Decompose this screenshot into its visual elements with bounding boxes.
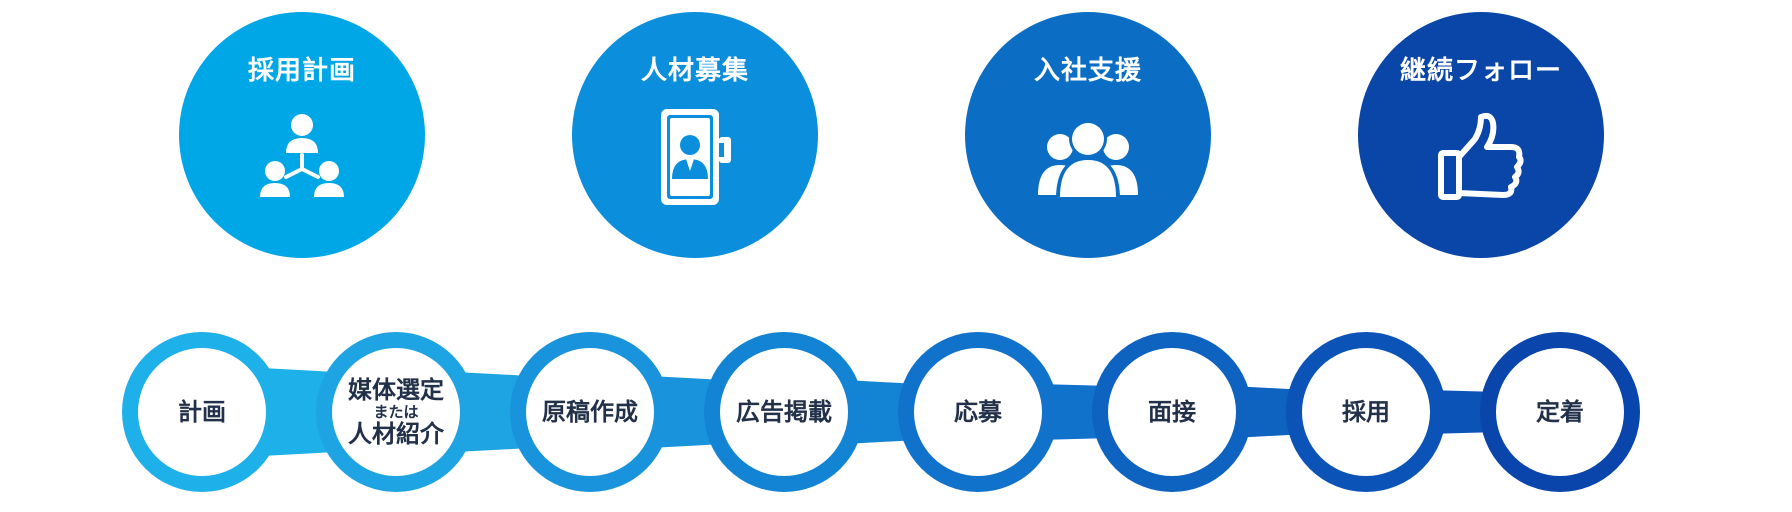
phase-title: 人材募集 [640,56,749,86]
phase-planning: 採用計画 [179,12,425,258]
step-planning: 計画 [122,332,282,492]
org-chart-icon [260,114,344,197]
step-sub-label: または [373,403,419,421]
phase-title: 継続フォロー [1399,56,1562,86]
phase-recruitment: 人材募集 [572,12,818,258]
step-label: 原稿作成 [542,397,638,426]
step-label: 媒体選定 [348,375,444,404]
phase-onboarding: 入社支援 [965,12,1211,258]
step-label: 計画 [178,397,226,426]
step-label: 定着 [1536,397,1584,426]
step-retention: 定着 [1480,332,1640,492]
job-posting-icon [661,109,731,205]
thumbs-up-icon [1438,112,1524,200]
phase-follow-up: 継続フォロー [1358,12,1604,258]
step-interview: 面接 [1092,332,1252,492]
team-icon [1038,120,1138,199]
step-label: 採用 [1342,397,1390,426]
step-label-2: 人材紹介 [348,420,444,448]
step-media-selection: 媒体選定 または 人材紹介 [316,332,476,492]
step-draft-creation: 原稿作成 [510,332,670,492]
phase-title: 入社支援 [1033,56,1142,86]
step-label: 広告掲載 [736,397,832,426]
step-label: 面接 [1148,397,1196,426]
step-application: 応募 [898,332,1058,492]
phase-title: 採用計画 [247,56,356,86]
flow-connector-segment [262,368,336,456]
step-hiring: 採用 [1286,332,1446,492]
step-label: 応募 [954,397,1002,426]
step-ad-posting: 広告掲載 [704,332,864,492]
